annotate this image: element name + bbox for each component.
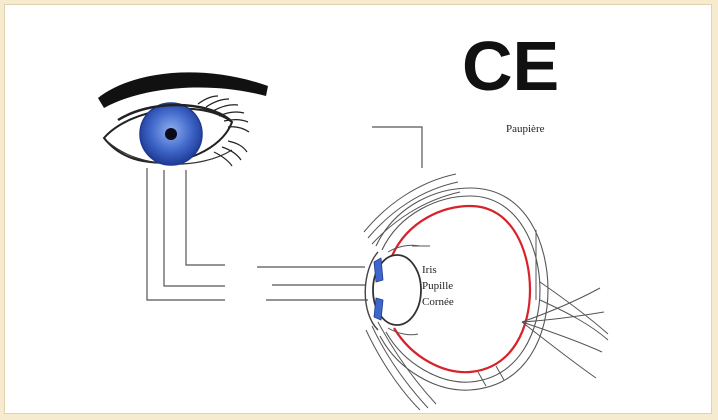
ce-mark-icon: CE bbox=[462, 27, 559, 105]
pupil-front bbox=[165, 128, 177, 140]
label-cornee: Cornée bbox=[422, 296, 454, 308]
label-pupille: Pupille bbox=[422, 280, 453, 292]
paupiere-leader bbox=[372, 127, 422, 168]
eyebrow-icon bbox=[98, 72, 268, 108]
eye-front-icon bbox=[98, 72, 268, 166]
ce-mark-text: CE bbox=[462, 27, 559, 105]
pointer-lines bbox=[147, 168, 368, 300]
iris-section bbox=[374, 258, 383, 282]
eye-cross-section-icon bbox=[364, 174, 608, 410]
label-iris: Iris bbox=[422, 264, 437, 276]
label-paupiere: Paupière bbox=[506, 123, 545, 135]
